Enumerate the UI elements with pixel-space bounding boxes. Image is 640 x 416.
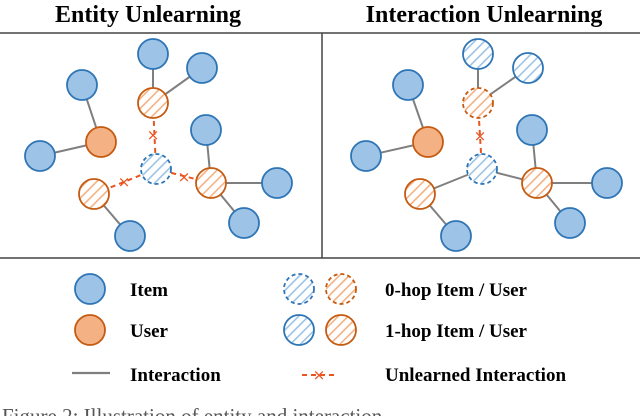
one-hop-user-node bbox=[137, 87, 169, 119]
item-node bbox=[554, 207, 586, 239]
legend-one-hop-label: 1-hop Item / User bbox=[385, 321, 528, 342]
item-node bbox=[440, 220, 472, 252]
zero-hop-user-node bbox=[462, 87, 494, 119]
user-node bbox=[85, 126, 117, 158]
one-hop-user-node bbox=[195, 167, 227, 199]
cross-marker: × bbox=[474, 127, 487, 145]
legend-zero-hop-label: 0-hop Item / User bbox=[385, 280, 528, 301]
item-node bbox=[392, 69, 424, 101]
one-hop-item-node bbox=[462, 38, 494, 70]
one-hop-user-node bbox=[404, 178, 436, 210]
legend-zero-hop-user-swatch bbox=[325, 273, 357, 305]
right-panel-title: Interaction Unlearning bbox=[366, 2, 603, 28]
one-hop-item-node bbox=[512, 52, 544, 84]
item-node bbox=[261, 167, 293, 199]
legend-user-label: User bbox=[130, 321, 169, 342]
item-node bbox=[137, 38, 169, 70]
item-node bbox=[66, 69, 98, 101]
cross-marker: × bbox=[147, 126, 160, 144]
legend-unlearned-label: Unlearned Interaction bbox=[385, 365, 566, 386]
legend-user-swatch bbox=[74, 314, 106, 346]
item-node bbox=[516, 114, 548, 146]
legend-zero-hop-item-swatch bbox=[283, 273, 315, 305]
left-panel-title: Entity Unlearning bbox=[55, 2, 241, 28]
left-panel-nodes bbox=[24, 38, 293, 252]
legend-interaction-label: Interaction bbox=[130, 365, 221, 386]
item-node bbox=[190, 114, 222, 146]
zero-hop-item-node bbox=[140, 153, 172, 185]
cross-marker: × bbox=[178, 168, 191, 186]
item-node bbox=[591, 167, 623, 199]
zero-hop-item-node bbox=[466, 153, 498, 185]
cross-marker: × bbox=[313, 366, 326, 384]
one-hop-user-node bbox=[521, 167, 553, 199]
item-node bbox=[350, 140, 382, 172]
item-node bbox=[186, 52, 218, 84]
legend-item-label: Item bbox=[130, 280, 168, 301]
legend: Item User Interaction 0-hop Item / User … bbox=[72, 273, 566, 386]
cross-marker: × bbox=[118, 173, 131, 191]
legend-item-swatch bbox=[74, 273, 106, 305]
user-node bbox=[412, 126, 444, 158]
legend-one-hop-item-swatch bbox=[283, 314, 315, 346]
figure-caption: Figure 2: Illustration of entity and int… bbox=[2, 404, 383, 416]
item-node bbox=[24, 140, 56, 172]
right-panel-nodes bbox=[350, 38, 623, 252]
one-hop-user-node bbox=[78, 178, 110, 210]
item-node bbox=[228, 207, 260, 239]
item-node bbox=[114, 220, 146, 252]
legend-one-hop-user-swatch bbox=[325, 314, 357, 346]
